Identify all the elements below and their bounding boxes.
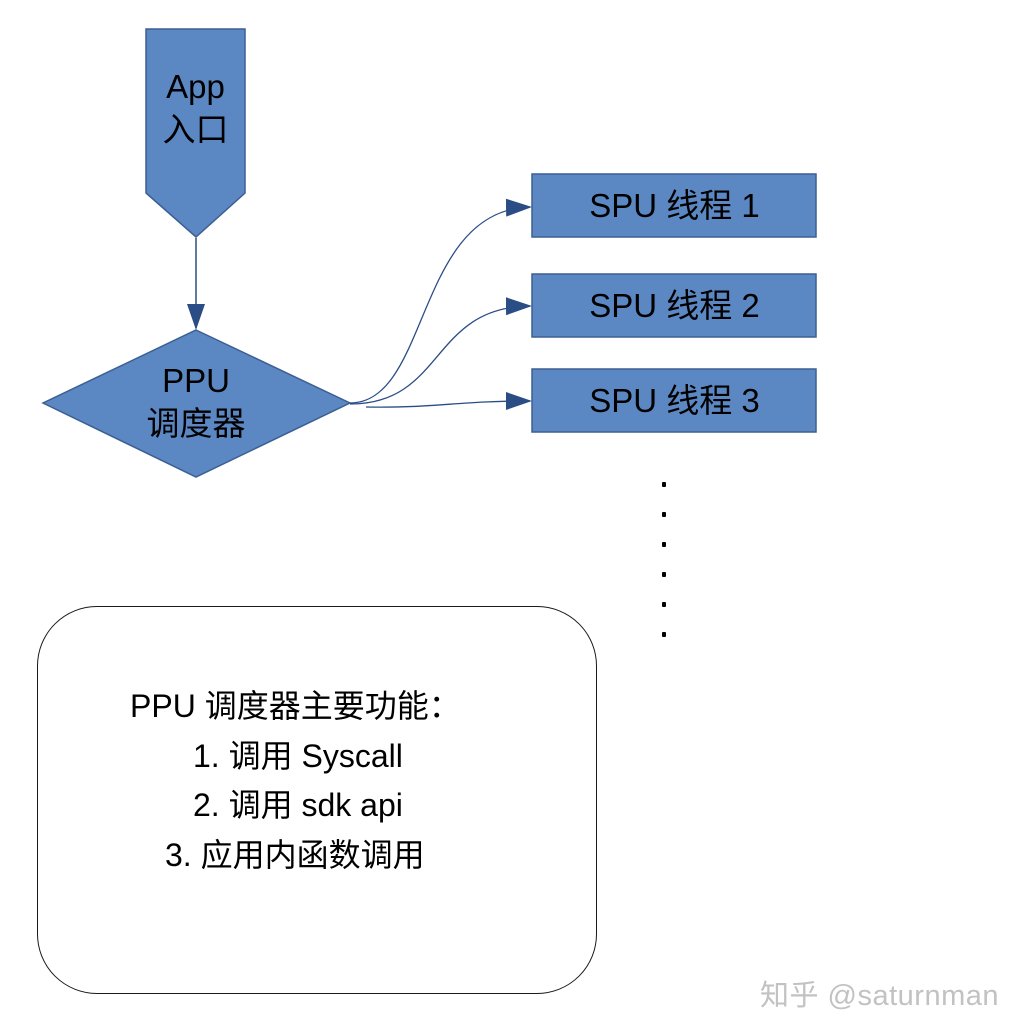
ppu-scheduler-label: PPU 调度器 xyxy=(90,360,302,446)
more-threads-ellipsis xyxy=(660,482,672,662)
ellipsis-dot xyxy=(662,572,666,577)
ellipsis-dot xyxy=(662,482,666,487)
app-entry-shape xyxy=(145,28,246,239)
ppu-to-spu-3-arrow xyxy=(365,392,532,411)
spu-thread-3-label: SPU 线程 3 xyxy=(589,382,760,419)
feature-item-2: 2. 调用 sdk api xyxy=(193,787,403,823)
feature-item-1: 1. 调用 Syscall xyxy=(193,738,403,774)
spu-thread-1-label: SPU 线程 1 xyxy=(589,187,760,224)
app-entry-line1: App xyxy=(166,68,225,105)
features-title: PPU 调度器主要功能： xyxy=(130,688,461,724)
app-entry-line2: 入口 xyxy=(162,110,229,148)
app-entry-label: App 入口 xyxy=(146,66,245,152)
spu-thread-2-box xyxy=(531,273,817,338)
ppu-to-spu-1-arrow xyxy=(349,198,532,404)
ppu-scheduler-line2: 调度器 xyxy=(146,404,246,442)
feature-item-3: 3. 应用内函数调用 xyxy=(165,837,425,873)
ellipsis-dot xyxy=(662,512,666,517)
ellipsis-dot xyxy=(662,542,666,547)
ppu-scheduler-line1: PPU xyxy=(162,362,230,399)
spu-thread-3-box xyxy=(531,368,817,433)
spu-thread-1-box xyxy=(531,173,817,238)
ppu-scheduler-shape xyxy=(41,329,352,478)
watermark-text: 知乎 @saturnman xyxy=(759,980,999,1012)
features-box xyxy=(37,606,597,994)
spu-thread-2-label: SPU 线程 2 xyxy=(589,287,760,324)
ellipsis-dot xyxy=(662,602,666,607)
ellipsis-dot xyxy=(662,632,666,637)
ppu-to-spu-2-arrow xyxy=(349,297,532,405)
